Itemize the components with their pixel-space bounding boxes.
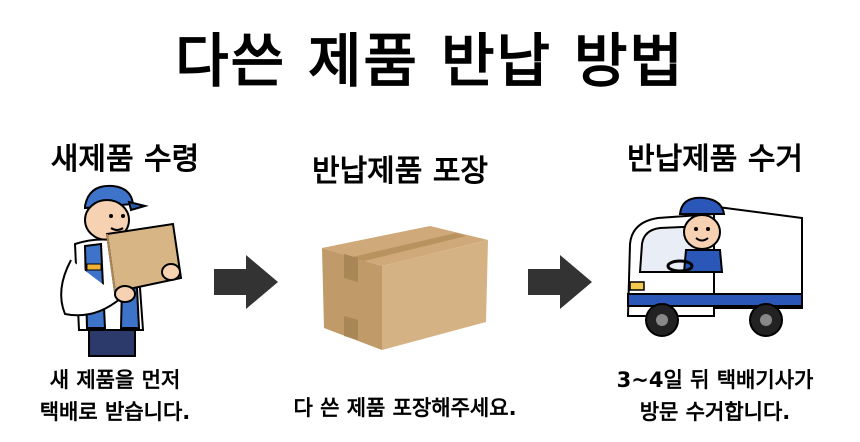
- step-1-description: 새 제품을 먼저 택배로 받습니다.: [10, 364, 220, 428]
- step-1-title: 새제품 수령: [50, 142, 200, 177]
- cardboard-box-illustration: [322, 226, 488, 350]
- step-1-desc-line-2: 택배로 받습니다.: [39, 400, 191, 424]
- step-3-title: 반납제품 수거: [626, 142, 804, 177]
- step-3-desc-line-1: 3~4일 뒤 택배기사가: [616, 368, 814, 392]
- step-1-desc-line-1: 새 제품을 먼저: [49, 368, 181, 392]
- delivery-truck-illustration: [626, 196, 803, 337]
- step-3-description: 3~4일 뒤 택배기사가 방문 수거합니다.: [590, 364, 840, 428]
- step-2-desc-line-1: 다 쓴 제품 포장해주세요.: [293, 396, 517, 420]
- step-2-description: 다 쓴 제품 포장해주세요.: [260, 392, 550, 424]
- step-2-title: 반납제품 포장: [311, 154, 489, 189]
- delivery-worker-illustration: [60, 184, 183, 357]
- arrow-right-icon: [214, 255, 278, 309]
- step-3-desc-line-2: 방문 수거합니다.: [639, 400, 791, 424]
- arrow-right-icon: [528, 255, 592, 309]
- page-title: 다쓴 제품 반납 방법: [175, 27, 685, 95]
